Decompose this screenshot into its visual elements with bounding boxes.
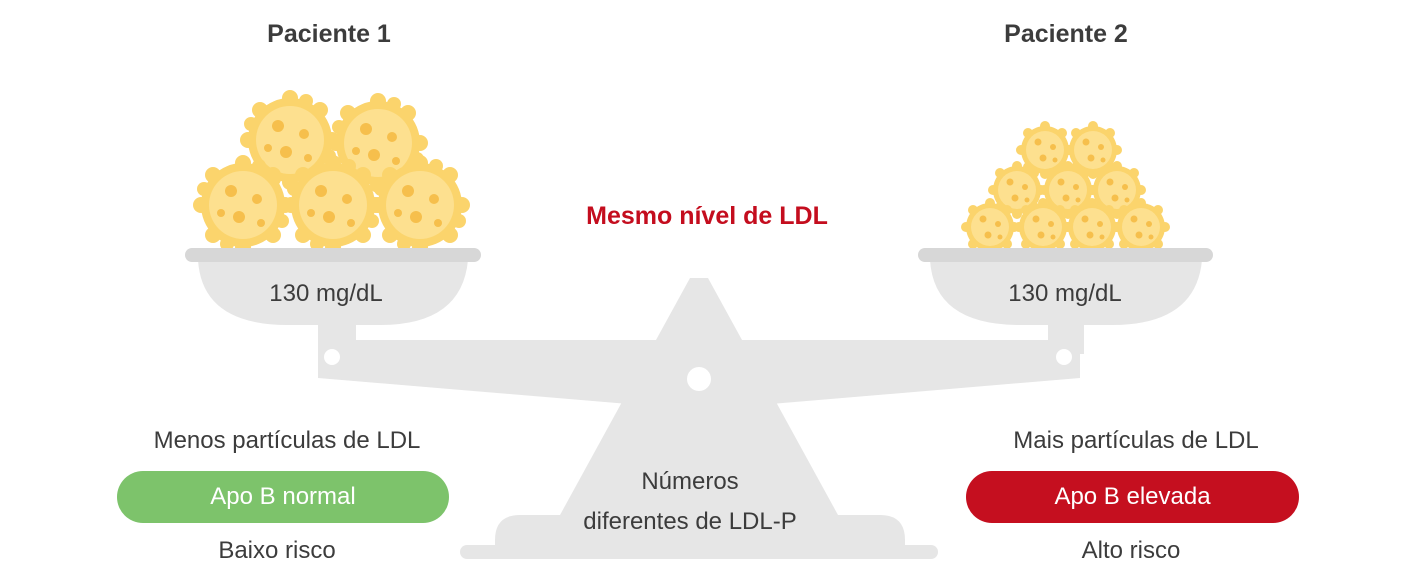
left-scale-pan <box>185 248 481 325</box>
small-ldl-particles <box>961 121 1170 256</box>
right-scale-pan <box>918 248 1213 325</box>
high-risk-label: Alto risco <box>1081 537 1181 564</box>
low-risk-label: Baixo risco <box>218 537 336 564</box>
patient-1-ldl-value: 130 mg/dL <box>269 280 383 307</box>
apob-normal-badge: Apo B normal <box>117 471 449 523</box>
apob-elevated-badge: Apo B elevada <box>966 471 1299 523</box>
left-pivot-icon <box>324 349 340 365</box>
right-pivot-icon <box>1056 349 1072 365</box>
different-ldlp-label: Números diferentes de LDL-P <box>583 462 796 542</box>
large-ldl-particles <box>193 90 470 255</box>
different-ldlp-line-1: Números <box>641 468 739 495</box>
different-ldlp-line-2: diferentes de LDL-P <box>583 508 797 535</box>
patient-1-particles-label: Menos partículas de LDL <box>153 427 421 454</box>
patient-2-title: Paciente 2 <box>1004 20 1128 48</box>
same-ldl-level-label: Mesmo nível de LDL <box>586 202 828 230</box>
patient-1-title: Paciente 1 <box>267 20 391 48</box>
patient-2-particles-label: Mais partículas de LDL <box>1013 427 1259 454</box>
patient-2-ldl-value: 130 mg/dL <box>1008 280 1122 307</box>
center-pivot-icon <box>687 367 711 391</box>
